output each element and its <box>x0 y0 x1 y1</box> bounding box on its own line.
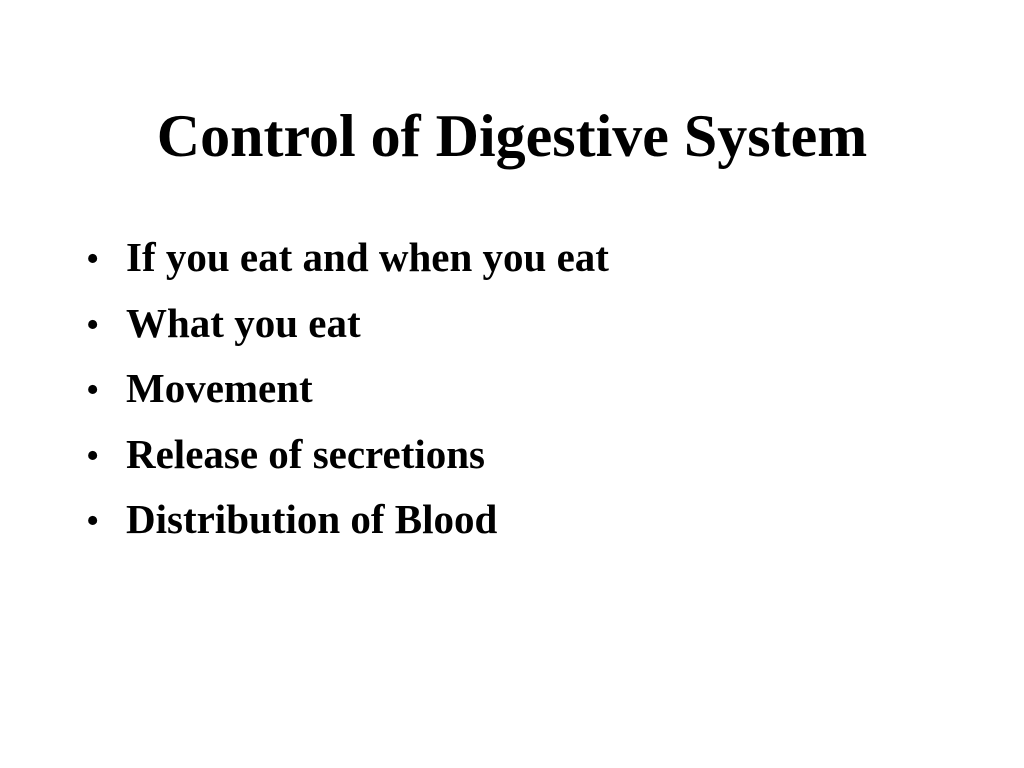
bullet-icon: • <box>86 369 100 411</box>
slide-title: Control of Digestive System <box>156 103 868 169</box>
bullet-icon: • <box>86 238 100 280</box>
bullet-icon: • <box>86 303 100 346</box>
list-item: • If you eat and when you eat <box>86 228 609 294</box>
bullet-text: Distribution of Blood <box>126 496 498 542</box>
list-item: • Distribution of Blood <box>86 490 609 556</box>
bullet-text: Movement <box>126 365 313 411</box>
list-item: • Movement <box>86 359 609 425</box>
list-item: • Release of secretions <box>86 425 609 491</box>
bullet-text: What you eat <box>126 299 361 346</box>
bullet-list: • If you eat and when you eat • What you… <box>86 228 609 556</box>
bullet-icon: • <box>86 434 100 477</box>
bullet-icon: • <box>86 500 100 542</box>
bullet-text: Release of secretions <box>126 430 486 477</box>
list-item: • What you eat <box>86 294 609 360</box>
bullet-text: If you eat and when you eat <box>126 234 609 280</box>
